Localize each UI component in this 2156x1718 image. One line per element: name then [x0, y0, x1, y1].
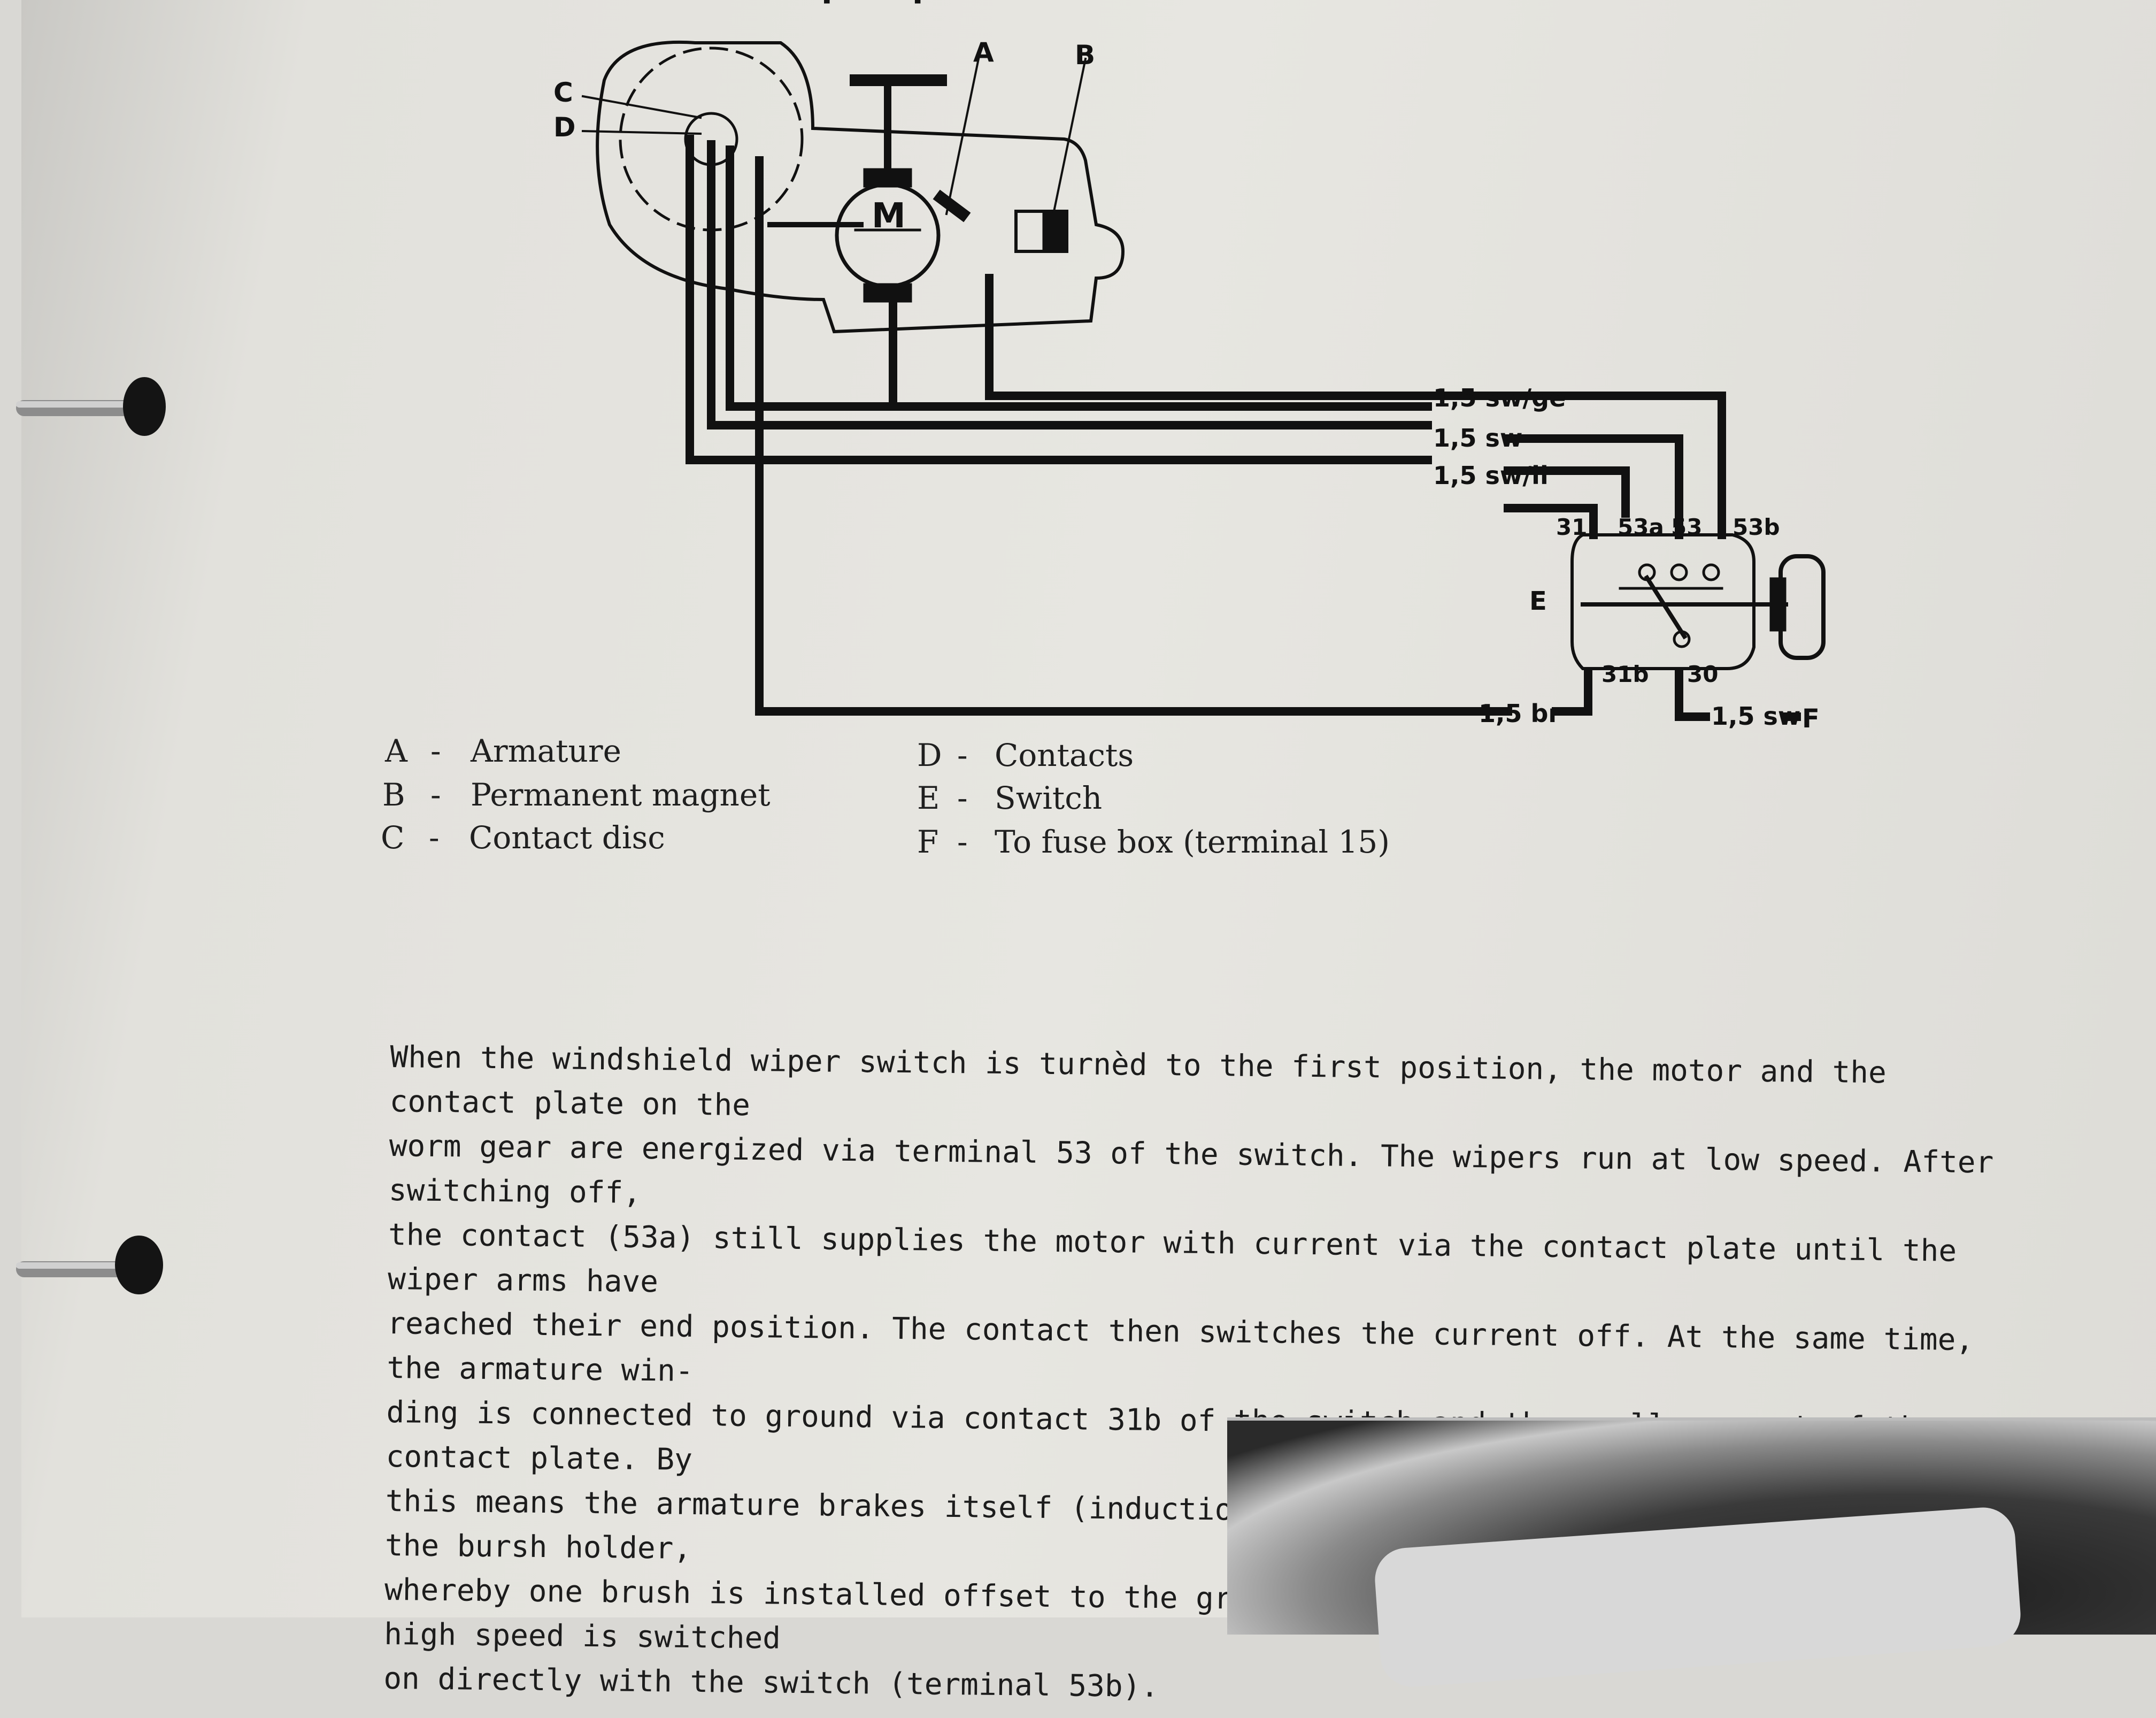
legend-desc: Switch — [995, 780, 1103, 816]
legend-key: B — [382, 777, 405, 813]
legend-key: E — [917, 780, 940, 816]
label-f: F — [1802, 704, 1820, 734]
legend-desc: Contact disc — [469, 819, 665, 856]
wire-label-br: 1,5 br — [1479, 699, 1560, 728]
paragraph-line: the contact (53a) still supplies the mot… — [387, 1217, 1957, 1300]
wire-label-sw-ge: 1,5 sw/ge — [1433, 384, 1566, 412]
legend-key: C — [381, 819, 405, 856]
legend-sep: - — [957, 737, 968, 773]
terminal-53: 53 — [1671, 514, 1702, 540]
legend-sep: - — [957, 824, 968, 860]
legend-desc: Armature — [471, 733, 621, 769]
terminal-30: 30 — [1687, 661, 1718, 687]
label-d: D — [553, 112, 576, 143]
label-c: C — [553, 77, 573, 108]
terminal-53b: 53b — [1732, 514, 1780, 540]
legend-key: F — [917, 824, 939, 860]
terminal-31: 31 — [1556, 514, 1587, 540]
paragraph-line: worm gear are energized via terminal 53 … — [388, 1128, 1994, 1210]
wire-label-sw-f: 1,5 sw — [1711, 702, 1800, 731]
legend-desc: Contacts — [995, 737, 1134, 773]
legend-desc: Permanent magnet — [471, 777, 771, 813]
label-e: E — [1529, 586, 1547, 616]
legend-sep: - — [430, 733, 441, 769]
binder-ring-bottom — [16, 1236, 163, 1294]
label-b: B — [1075, 40, 1095, 71]
legend-key: D — [917, 737, 942, 773]
wiper-motor-photo — [1227, 1417, 2156, 1689]
label-a: A — [973, 37, 994, 68]
paragraph-line: reached their end position. The contact … — [387, 1306, 1974, 1389]
wire-label-sw: 1,5 sw — [1433, 424, 1522, 452]
legend-sep: - — [430, 777, 441, 813]
wire-label-sw-li: 1,5 sw/li — [1433, 461, 1549, 490]
legend-desc: To fuse box (terminal 15) — [995, 824, 1390, 860]
legend-key: A — [385, 733, 407, 769]
legend-sep: - — [957, 780, 968, 816]
paragraph-line: When the windshield wiper switch is turn… — [389, 1039, 1887, 1123]
header-partial: wiper speeds — [781, 0, 1021, 5]
binder-ring-top — [16, 377, 166, 436]
terminal-31b: 31b — [1601, 661, 1649, 687]
legend-sep: - — [429, 819, 440, 856]
label-m: M — [872, 196, 906, 236]
terminal-53a: 53a — [1618, 514, 1664, 540]
wiper-wiring-diagram: wiper speeds — [553, 0, 1826, 734]
manual-page: wiper speeds — [16, 0, 2156, 1704]
